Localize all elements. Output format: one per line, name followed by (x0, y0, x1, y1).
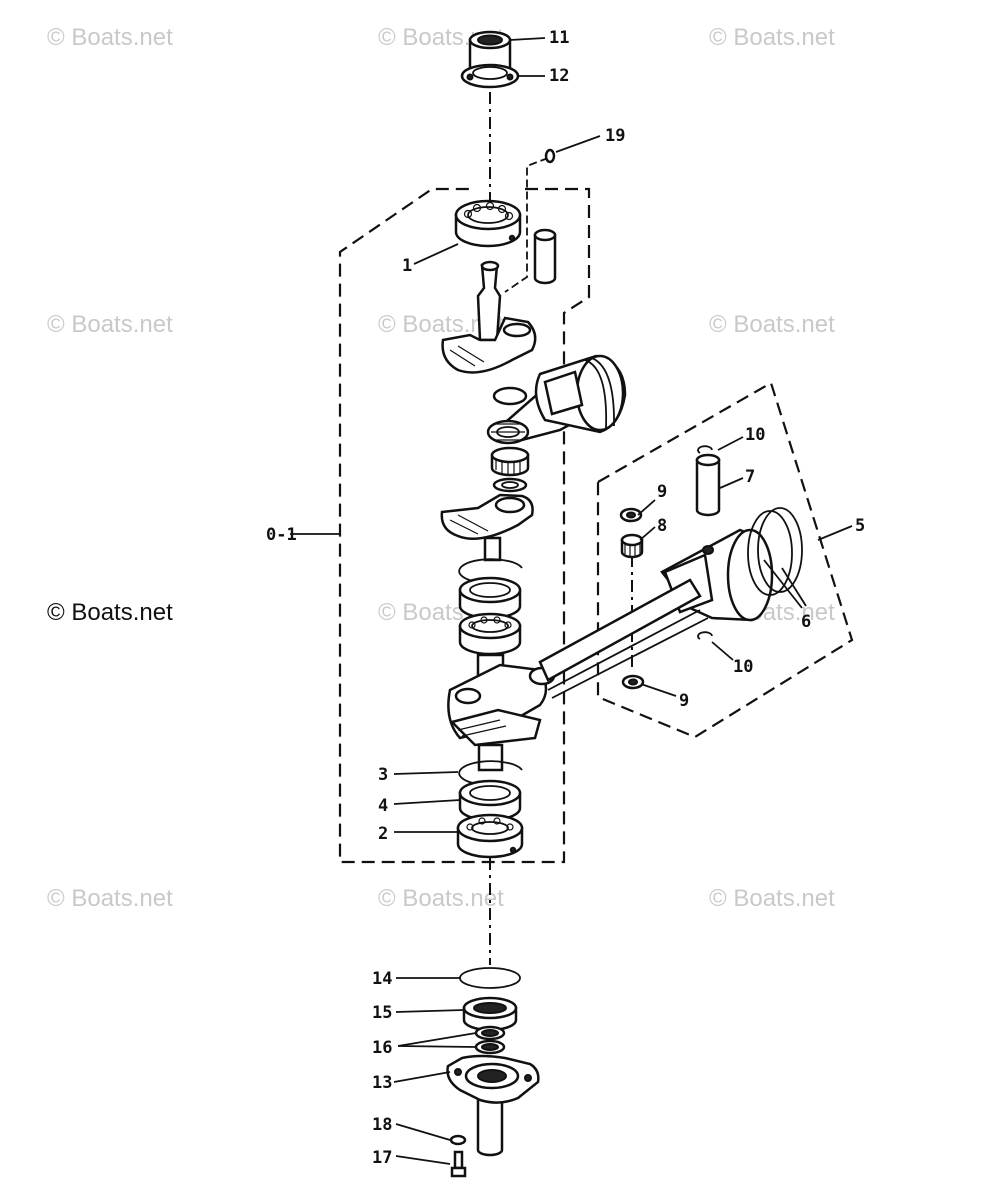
crankpin-sleeve (533, 228, 557, 285)
center-bearing-race (458, 576, 522, 620)
callout-9-bottom: 9 (679, 691, 689, 711)
center-main-bearing (458, 612, 522, 656)
thrust-washer-upper (619, 507, 643, 523)
callout-8: 8 (657, 516, 667, 536)
watermark-text: © Boats.net (709, 885, 835, 912)
watermark-text: © Boats.net (709, 24, 835, 51)
needle-bearing-cage-upper (490, 446, 530, 493)
callout-14: 14 (372, 969, 392, 989)
watermark-text: © Boats.net (47, 311, 173, 338)
watermark-text: © Boats.net (47, 885, 173, 912)
lower-o-ring (459, 967, 521, 989)
connecting-rod-lower (538, 578, 709, 699)
lower-main-bearing (456, 813, 524, 859)
callout-13: 13 (372, 1073, 392, 1093)
piston-pin-retainer-bottom (697, 631, 713, 640)
piston-assembly-boundary (596, 381, 854, 739)
centerline-pin-19 (504, 157, 549, 293)
lower-end-cap-housing (446, 1054, 540, 1157)
watermark-text: © Boats.net (378, 885, 504, 912)
needle-bearing-small (620, 533, 644, 559)
callout-10-bottom: 10 (733, 657, 753, 677)
upper-ball-bearing (454, 199, 522, 248)
watermark-copyright: © Boats.net (47, 599, 173, 626)
callout-2: 2 (378, 824, 388, 844)
upper-seal-carrier (460, 63, 520, 89)
watermark-text: © Boats.net (47, 24, 173, 51)
callout-12: 12 (549, 66, 569, 86)
crankshaft-lower-section (447, 653, 556, 772)
leader-lines (290, 37, 853, 1165)
callout-11: 11 (549, 28, 569, 48)
callout-19: 19 (605, 126, 625, 146)
callout-18: 18 (372, 1115, 392, 1135)
crankshaft-assembly-boundary (338, 187, 591, 864)
callout-5: 5 (855, 516, 865, 536)
thrust-washer-lower (621, 674, 645, 690)
watermark-text: © Boats.net (709, 311, 835, 338)
callout-3: 3 (378, 765, 388, 785)
callout-1: 1 (402, 256, 412, 276)
callout-15: 15 (372, 1003, 392, 1023)
screw (450, 1150, 467, 1178)
lower-oil-seal (462, 996, 518, 1032)
callout-4: 4 (378, 796, 388, 816)
crankshaft-upper-section (441, 260, 537, 374)
lower-bearing-race (458, 779, 522, 822)
callout-7: 7 (745, 467, 755, 487)
piston-pin-retainer-top (697, 445, 713, 454)
dowel-pin-small (544, 148, 556, 164)
piston-rings (747, 507, 803, 596)
callout-9-top: 9 (657, 482, 667, 502)
piston-upper (534, 354, 627, 434)
callout-10-top: 10 (745, 425, 765, 445)
callout-0-1: 0-1 (266, 525, 297, 545)
callout-6: 6 (801, 612, 811, 632)
lockwasher (449, 1134, 467, 1146)
crankshaft-middle-web (440, 493, 534, 562)
callout-16: 16 (372, 1038, 392, 1058)
callout-labels: 11 12 19 1 0-1 10 7 9 8 5 6 10 9 3 4 2 1… (266, 28, 865, 1168)
callout-17: 17 (372, 1148, 392, 1168)
watermarks: © Boats.net © Boats.net © Boats.net © Bo… (47, 24, 835, 912)
lower-seals-pair (474, 1025, 506, 1055)
piston-pin (695, 453, 721, 517)
